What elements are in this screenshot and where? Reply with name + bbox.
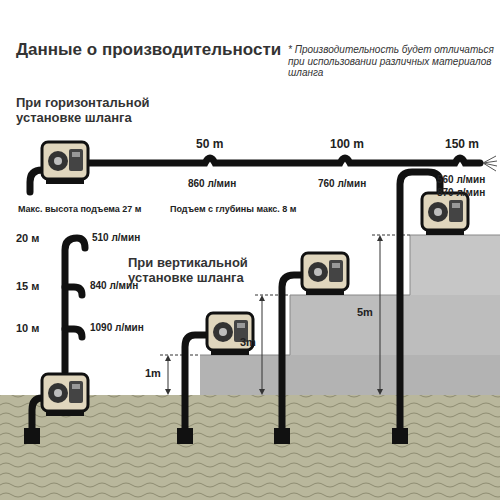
strainer [24, 428, 408, 444]
distance-label: 150 m [445, 138, 479, 152]
height-label: 15 м [16, 280, 39, 293]
flow-label: 1090 л/мин [90, 322, 144, 334]
height-label: 20 м [16, 232, 39, 245]
level-label: 5m [357, 306, 373, 319]
distance-label: 50 m [196, 138, 223, 152]
level-label: 3m [240, 336, 256, 349]
step [200, 355, 500, 395]
step [290, 295, 500, 355]
step [410, 235, 500, 295]
section-heading: При вертикальной установке шланга [128, 256, 258, 286]
pump [42, 142, 88, 184]
spec-note: Макс. высота подъема 27 м [18, 204, 142, 214]
pump [42, 374, 88, 416]
flow-label: 760 л/мин [318, 178, 366, 190]
note: * Производительность будет отличаться пр… [288, 44, 496, 79]
spray [483, 156, 497, 171]
pump [302, 253, 348, 295]
flow-label: 870 л/мин [437, 187, 485, 199]
pump [207, 313, 253, 355]
level-label: 1m [145, 367, 161, 380]
flow-label: 560 л/мин [437, 174, 485, 186]
pump [422, 193, 468, 235]
flow-label: 860 л/мин [188, 178, 236, 190]
section-heading: При горизонтальной установке шланга [16, 96, 191, 126]
spec-note: Подъем с глубины макс. 8 м [170, 204, 297, 214]
title: Данные о производительности [16, 40, 281, 60]
height-label: 10 м [16, 322, 39, 335]
hose [30, 158, 480, 432]
distance-label: 100 m [330, 138, 364, 152]
flow-label: 510 л/мин [92, 232, 140, 244]
